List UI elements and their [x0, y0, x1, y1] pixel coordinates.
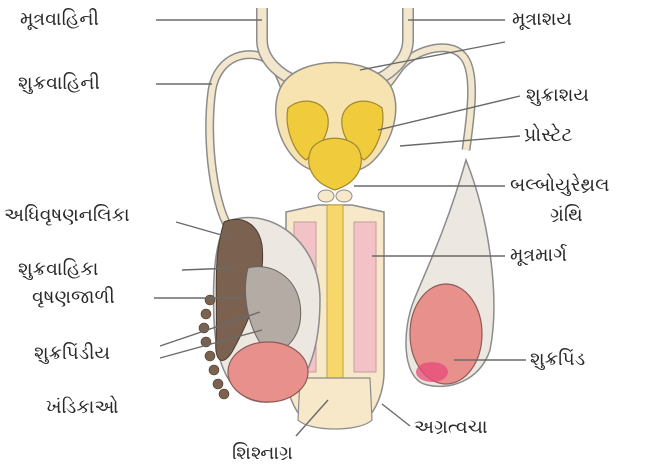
label-bulbourethral: બલ્બોયુરેથ્રલ — [510, 176, 609, 195]
label-rete-testis: વૃષણજાળી — [32, 288, 115, 307]
label-glans: શિશ્નાગ્ર — [232, 444, 293, 463]
label-foreskin: અગ્રત્વચા — [414, 418, 488, 437]
corpus-right — [354, 222, 376, 372]
label-ureter: મૂત્રવાહિની — [20, 10, 99, 29]
label-epididymis: અધિવૃષણનલિકા — [4, 206, 130, 225]
label-lobules-2: ખંડિકાઓ — [46, 398, 119, 417]
label-testis: શુક્રપિંડ — [530, 350, 585, 369]
right-testis-highlight — [416, 362, 448, 382]
label-vas-efferens: શુક્રવાહિકા — [18, 260, 98, 279]
label-prostate: પ્રોસ્ટેટ — [524, 126, 573, 145]
prostate-shape — [309, 138, 362, 190]
label-urethra: મૂત્રમાર્ગ — [510, 246, 567, 265]
left-testis — [228, 342, 308, 402]
label-bulbourethral-gland: ગ્રંથિ — [550, 206, 583, 225]
label-lobules: શુક્રપિંડીય — [34, 344, 110, 363]
bulbourethral-gland-right — [336, 190, 352, 202]
bulbourethral-gland-left — [318, 190, 334, 202]
label-sperm-duct: શુક્રવાહિની — [18, 74, 100, 93]
label-bladder: મૂત્રાશય — [512, 10, 572, 29]
label-seminal-vesicle: શુક્રાશય — [526, 86, 589, 105]
